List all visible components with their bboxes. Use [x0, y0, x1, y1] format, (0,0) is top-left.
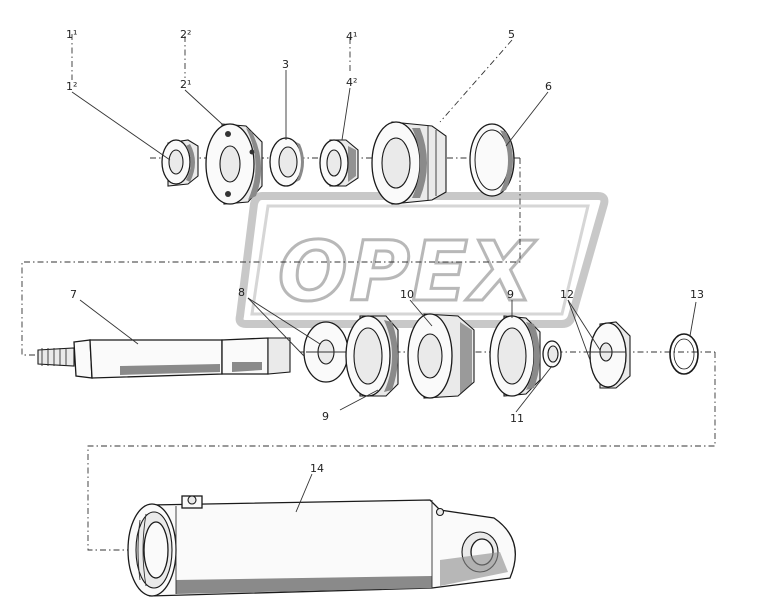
- callout-13: 13: [690, 288, 704, 301]
- part-14-cylinder-barrel: [127, 495, 516, 597]
- part-5-gland: [371, 121, 447, 205]
- callout-12: 12: [560, 288, 574, 301]
- callout-10: 10: [400, 288, 414, 301]
- part-4-seal: [319, 139, 359, 187]
- part-9-seal-left: [345, 315, 399, 397]
- callout-11: 11: [510, 412, 524, 425]
- watermark-text: OPEX: [278, 225, 537, 320]
- callout-4-2: 4²: [346, 76, 357, 89]
- callout-6: 6: [545, 80, 552, 93]
- callout-2-1: 2¹: [180, 78, 191, 91]
- callout-14: 14: [310, 462, 324, 475]
- callout-9-upper: 9: [507, 288, 514, 301]
- part-2-flange: [205, 123, 263, 205]
- leader-lines: [71, 34, 697, 513]
- watermark: OPEX: [235, 192, 609, 328]
- part-13-retaining-ring: [669, 333, 699, 375]
- part-3-ring: [269, 137, 304, 187]
- callout-7: 7: [70, 288, 77, 301]
- callout-1-2: 1²: [66, 80, 77, 93]
- part-11-ring: [542, 340, 562, 368]
- callout-4-1: 4¹: [346, 30, 357, 43]
- callout-2-2: 2²: [180, 28, 191, 41]
- callout-9-lower: 9: [322, 410, 329, 423]
- part-8-split-collar: [303, 321, 349, 383]
- part-9-seal-right: [489, 315, 541, 397]
- callout-labels: 1¹ 1² 2² 2¹ 3 4¹ 4² 5 6 7 8 9 9 10 11 12…: [66, 28, 704, 475]
- part-7-piston-rod: [37, 337, 291, 379]
- callout-8: 8: [238, 286, 245, 299]
- callout-5: 5: [508, 28, 515, 41]
- part-12-split-collar: [589, 321, 631, 389]
- callout-1-1: 1¹: [66, 28, 77, 41]
- callout-3: 3: [282, 58, 289, 71]
- part-1-bushing: [161, 139, 199, 187]
- part-6-snap-ring: [469, 123, 515, 197]
- part-10-piston: [407, 313, 475, 399]
